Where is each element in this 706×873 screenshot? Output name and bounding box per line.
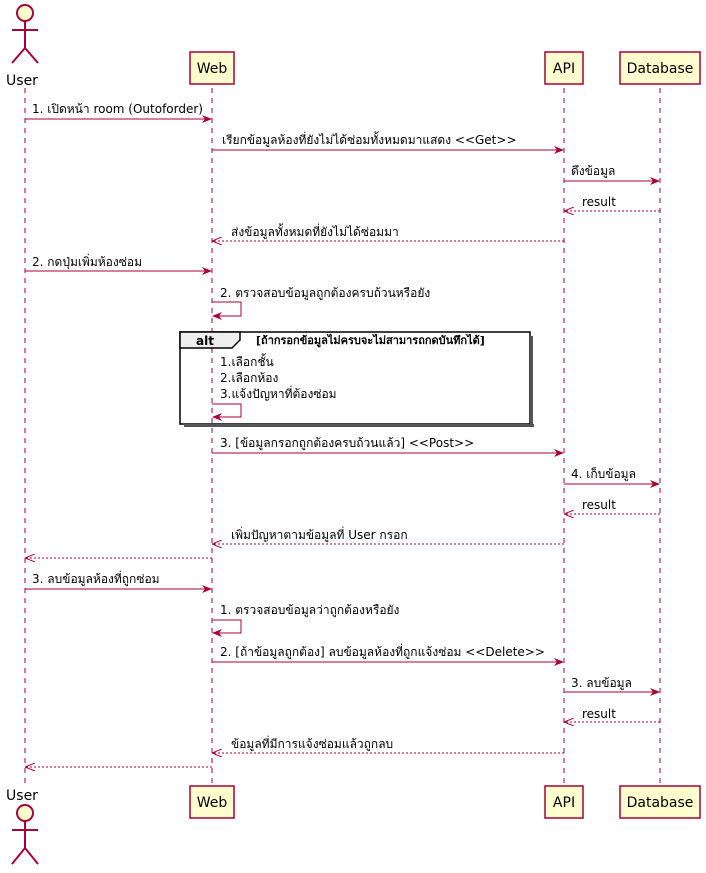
message-label: 2. กดปุ่มเพิ่มห้องซ่อม [32,253,142,270]
participant-api-label: API [553,61,575,77]
participant-web-label: Web [197,795,228,811]
participant-api-top: API [544,51,584,85]
message-label: ข้อมูลที่มีการแจ้งซ่อมแล้วถูกลบ [231,735,393,752]
alt-message-line: 3.แจ้งปัญหาที่ต้องซ่อม [220,385,337,401]
participant-database-label: Database [627,795,694,811]
message-label: 3. ลบข้อมูลห้องที่ถูกซ่อม [32,570,160,587]
alt-message-line: 2.เลือกห้อง [220,371,278,385]
actor-user-icon [11,4,39,64]
message-arrow [212,619,242,637]
participant-user-label: User [6,788,38,804]
participant-web-bottom: Web [189,785,235,819]
message-label: result [582,195,616,209]
message-label: 2. ตรวจสอบข้อมูลถูกต้องครบถ้วนหรือยัง [220,286,430,301]
message-label: result [582,707,616,721]
participant-database-top: Database [619,51,701,85]
participant-web-top: Web [189,51,235,85]
message-arrow [212,403,242,421]
message-arrow [212,301,242,320]
participant-user-bottom: User [6,788,39,865]
message-label: 2. [ถ้าข้อมูลถูกต้อง] ลบข้อมูลห้องที่ถูก… [220,643,545,660]
message-label: 4. เก็บข้อมูล [571,466,636,482]
message-label: ดึงข้อมูล [571,164,615,179]
message-label: 3. ลบข้อมูล [571,676,632,691]
message-label: result [582,498,616,512]
alt-message-line: 1.เลือกชั้น [220,353,274,369]
participant-database-label: Database [627,61,694,77]
message-label: เรียกข้อมูลห้องที่ยังไม่ได้ซ่อมทั้งหมดมา… [222,131,517,148]
message-label: ส่งข้อมูลทั้งหมดที่ยังไม่ได้ซ่อมมา [231,223,399,240]
participant-database-bottom: Database [619,785,701,819]
message-label: 1. ตรวจสอบข้อมูลว่าถูกต้องหรือยัง [220,603,399,618]
participant-user-label: User [6,73,38,89]
message-label: เพิ่มปัญหาตามข้อมูลที่ User กรอก [231,526,408,543]
participant-api-label: API [553,795,575,811]
participant-api-bottom: API [544,785,584,819]
alt-keyword: alt [196,334,214,348]
participant-user-top: User [6,4,39,89]
participant-web-label: Web [197,61,228,77]
actor-user-icon [11,804,39,865]
alt-fragment: alt [ถ้ากรอกข้อมูลไม่ครบจะไม่สามารถกดบัน… [179,331,534,427]
alt-condition: [ถ้ากรอกข้อมูลไม่ครบจะไม่สามารถกดบันทึกไ… [256,333,485,348]
message-label: 1. เปิดหน้า room (Outoforder) [32,102,203,116]
message-label: 3. [ข้อมูลกรอกถูกต้องครบถ้วนแล้ว] <<Post… [220,436,474,451]
